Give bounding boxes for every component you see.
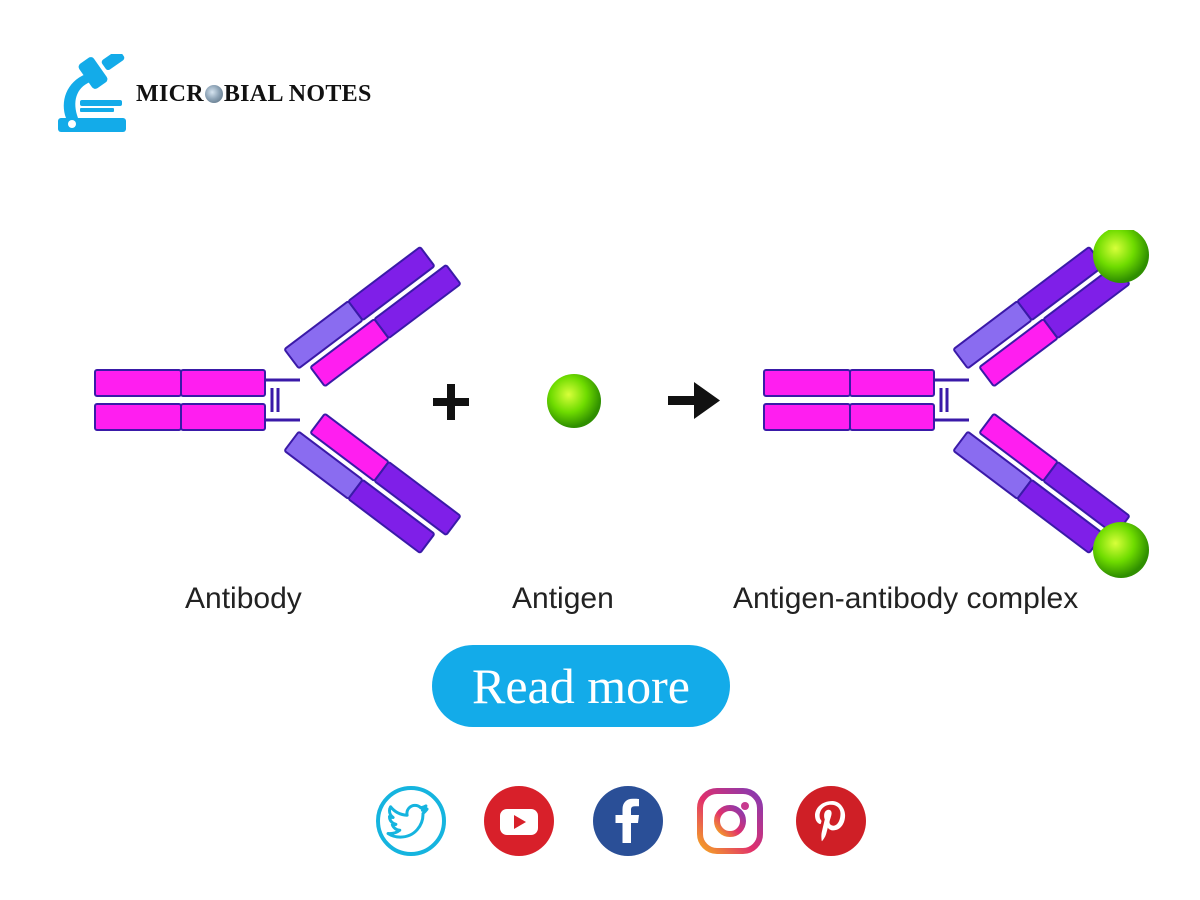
instagram-button[interactable]: [694, 785, 766, 857]
label-antigen: Antigen: [512, 582, 614, 615]
arrow-icon: [668, 382, 720, 419]
facebook-icon: [593, 786, 663, 856]
pinterest-icon: [796, 786, 866, 856]
complex-antibody-shape: [762, 239, 1132, 561]
bound-antigen-bottom: [1093, 522, 1149, 578]
twitter-button[interactable]: [375, 785, 447, 857]
antigen-ball: [547, 374, 601, 428]
microscope-icon: [58, 54, 126, 132]
label-antibody: Antibody: [185, 582, 302, 615]
antigen-antibody-diagram: [93, 230, 1149, 578]
plus-sign: [433, 384, 469, 420]
bound-antigen-top: [1093, 230, 1149, 283]
antibody-shape: [93, 239, 463, 561]
twitter-icon: [376, 786, 446, 856]
globe-icon: [204, 85, 223, 103]
youtube-button[interactable]: [483, 785, 555, 857]
pinterest-button[interactable]: [795, 785, 867, 857]
youtube-icon: [484, 786, 554, 856]
read-more-button[interactable]: Read more: [432, 645, 730, 727]
instagram-icon: [697, 788, 763, 854]
facebook-button[interactable]: [592, 785, 664, 857]
label-complex: Antigen-antibody complex: [733, 582, 1079, 615]
